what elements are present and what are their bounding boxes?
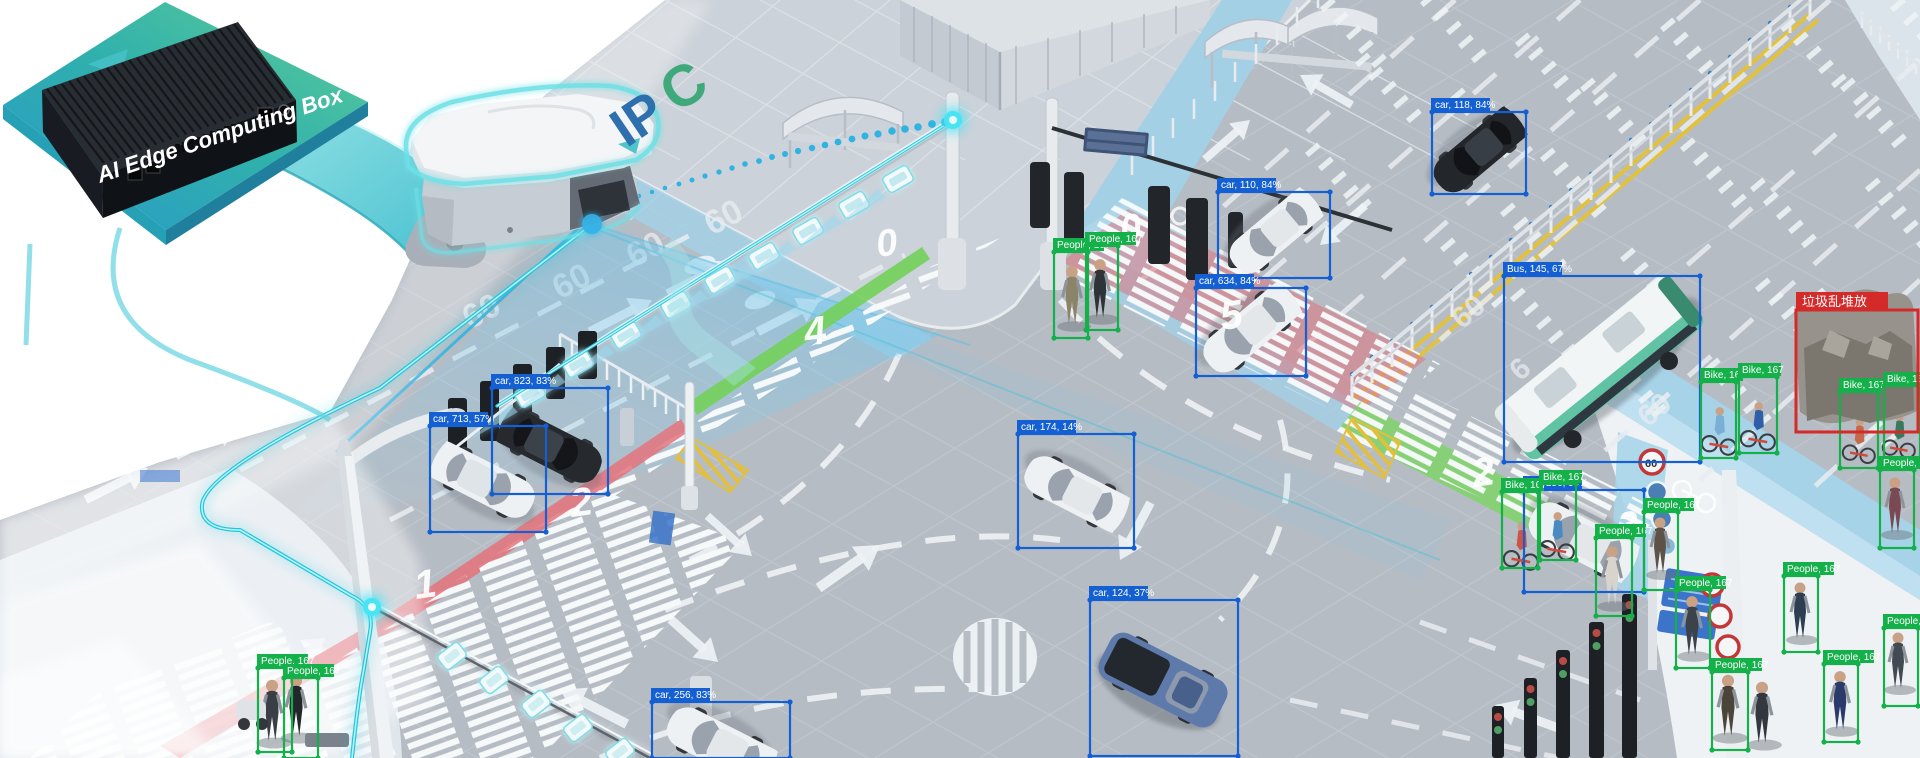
- svg-text:car, 713, 57%: car, 713, 57%: [433, 414, 494, 425]
- svg-text:Bus, 145, 67%: Bus, 145, 67%: [1507, 264, 1572, 275]
- svg-text:垃圾乱堆放: 垃圾乱堆放: [1802, 294, 1867, 309]
- svg-text:People, 167: People, 167: [261, 656, 315, 667]
- svg-text:Bike, 167: Bike, 167: [1505, 480, 1547, 491]
- svg-text:Bike, 167: Bike, 167: [1704, 370, 1746, 381]
- svg-text:car, 118, 84%: car, 118, 84%: [1435, 100, 1496, 111]
- svg-text:People, 167: People, 167: [1715, 660, 1769, 671]
- svg-text:People, 167: People, 167: [287, 666, 341, 677]
- svg-text:People, 167: People, 167: [1887, 616, 1920, 627]
- svg-text:car, 124, 37%: car, 124, 37%: [1093, 588, 1154, 599]
- svg-text:Bike, 167: Bike, 167: [1887, 374, 1920, 385]
- svg-text:People, 167: People, 167: [1089, 234, 1143, 245]
- svg-text:People, 167: People, 167: [1787, 564, 1841, 575]
- svg-text:Bike, 167: Bike, 167: [1742, 365, 1784, 376]
- svg-text:Bike, 167: Bike, 167: [1543, 472, 1585, 483]
- svg-text:car, 174, 14%: car, 174, 14%: [1021, 422, 1082, 433]
- svg-text:car, 110, 84%: car, 110, 84%: [1221, 180, 1282, 191]
- svg-text:People, 167: People, 167: [1599, 526, 1653, 537]
- svg-text:People, 167: People, 167: [1679, 578, 1733, 589]
- svg-text:car, 634, 84%: car, 634, 84%: [1199, 276, 1260, 287]
- svg-text:People, 167: People, 167: [1647, 500, 1701, 511]
- svg-text:Bike, 167: Bike, 167: [1843, 380, 1885, 391]
- svg-text:car, 823, 83%: car, 823, 83%: [495, 376, 556, 387]
- svg-text:car, 256, 83%: car, 256, 83%: [655, 690, 716, 701]
- svg-text:People, 167: People, 167: [1827, 652, 1881, 663]
- svg-text:60: 60: [1645, 458, 1657, 470]
- svg-text:People, 167: People, 167: [1883, 458, 1920, 469]
